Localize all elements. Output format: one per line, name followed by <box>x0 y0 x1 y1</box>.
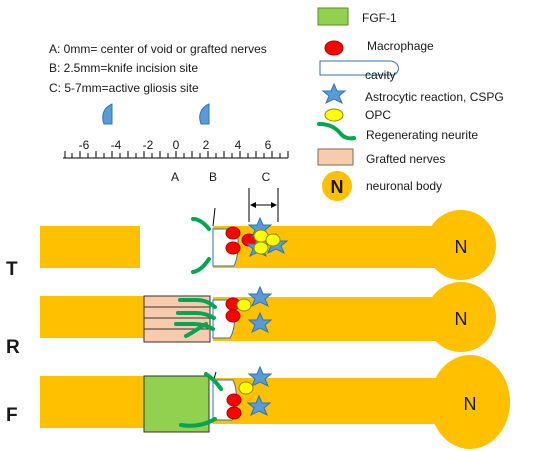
regenerating-neurite <box>178 298 217 309</box>
legend-macrophage-label: Macrophage <box>367 39 434 53</box>
scale-tick-label: 0 <box>173 138 180 152</box>
astrocyte-icon <box>247 285 273 308</box>
row-r: R N <box>6 282 496 358</box>
scale-tick-label: 6 <box>265 138 272 152</box>
macrophage <box>225 309 241 323</box>
regenerating-neurite <box>176 311 216 320</box>
annotation-a: A: 0mm= center of void or grafted nerves <box>49 42 267 56</box>
marker-a: A <box>171 170 179 184</box>
regenerating-neurite <box>179 417 217 428</box>
row-label-t: T <box>6 259 18 280</box>
bracket-arrowhead-right <box>271 202 277 208</box>
legend-neurite-icon <box>317 122 356 141</box>
legend-opc-label: OPC <box>365 108 391 122</box>
opc <box>253 241 269 255</box>
row-label-f: F <box>6 405 18 426</box>
opc <box>238 381 254 395</box>
regenerating-neurite <box>184 322 208 338</box>
grafted-nerves <box>143 295 211 343</box>
knife-blade-icon-left <box>102 103 113 125</box>
marker-b: B <box>209 170 217 184</box>
legend-neuron-symbol: N <box>331 177 344 197</box>
annotation-c: C: 5-7mm=active gliosis site <box>49 81 199 95</box>
annotation-b: B: 2.5mm=knife incision site <box>49 61 198 75</box>
knife-blade-icon-right <box>199 103 210 125</box>
scale-tick-label: 2 <box>203 138 210 152</box>
proximal-stump <box>40 226 140 268</box>
legend-astrocyte-label: Astrocytic reaction, CSPG <box>365 90 504 104</box>
mm-scale <box>63 151 289 159</box>
scale-tick-label: -2 <box>143 138 154 152</box>
bracket-arrowhead-left <box>250 202 256 208</box>
astrocyte-icon <box>246 394 272 417</box>
regenerating-neurite <box>204 372 223 391</box>
legend-cavity-icon <box>319 60 399 76</box>
opc <box>236 298 252 312</box>
legend-fgf1-swatch <box>317 7 349 26</box>
proximal-stump <box>40 296 144 338</box>
legend-macrophage-icon <box>324 40 344 56</box>
distal-axon <box>213 297 480 341</box>
neuronal-body <box>426 282 496 352</box>
legend-neuron-icon <box>322 171 352 201</box>
scale-tick-label: 4 <box>235 138 242 152</box>
macrophage <box>226 393 242 407</box>
row-label-r: R <box>6 337 20 358</box>
neuron-symbol: N <box>464 394 477 414</box>
neuron-symbol: N <box>455 309 468 329</box>
macrophage <box>225 241 241 255</box>
marker-c: C <box>262 170 271 184</box>
distal-axon <box>213 226 480 268</box>
opc <box>265 233 281 247</box>
legend-astrocyte-icon <box>321 82 347 105</box>
legend-neuron-label: neuronal body <box>366 179 442 193</box>
legend-cavity-label: cavity <box>365 68 396 82</box>
neuronal-body <box>426 210 496 280</box>
astrocyte-icon <box>247 365 273 388</box>
row-f: F N <box>6 355 510 449</box>
proximal-stump <box>40 376 144 428</box>
regenerating-neurite <box>191 217 211 231</box>
macrophage <box>225 226 241 240</box>
distal-axon <box>213 378 470 424</box>
legend-opc-icon <box>324 108 344 122</box>
scale-tick-label: -6 <box>79 138 90 152</box>
neuronal-body <box>430 355 510 449</box>
legend-grafted-label: Grafted nerves <box>366 152 445 166</box>
legend-grafted-swatch <box>317 148 354 166</box>
legend-fgf1-label: FGF-1 <box>362 11 397 25</box>
row-t: T N <box>6 207 496 280</box>
macrophage <box>226 406 242 420</box>
fgf1-graft <box>143 375 210 433</box>
astrocyte-icon <box>247 311 273 334</box>
neuron-symbol: N <box>455 237 468 257</box>
knife-incision-line <box>212 207 216 227</box>
legend-neurite-label: Regenerating neurite <box>366 128 478 142</box>
scale-tick-label: -4 <box>111 138 122 152</box>
regenerating-neurite <box>191 257 211 274</box>
